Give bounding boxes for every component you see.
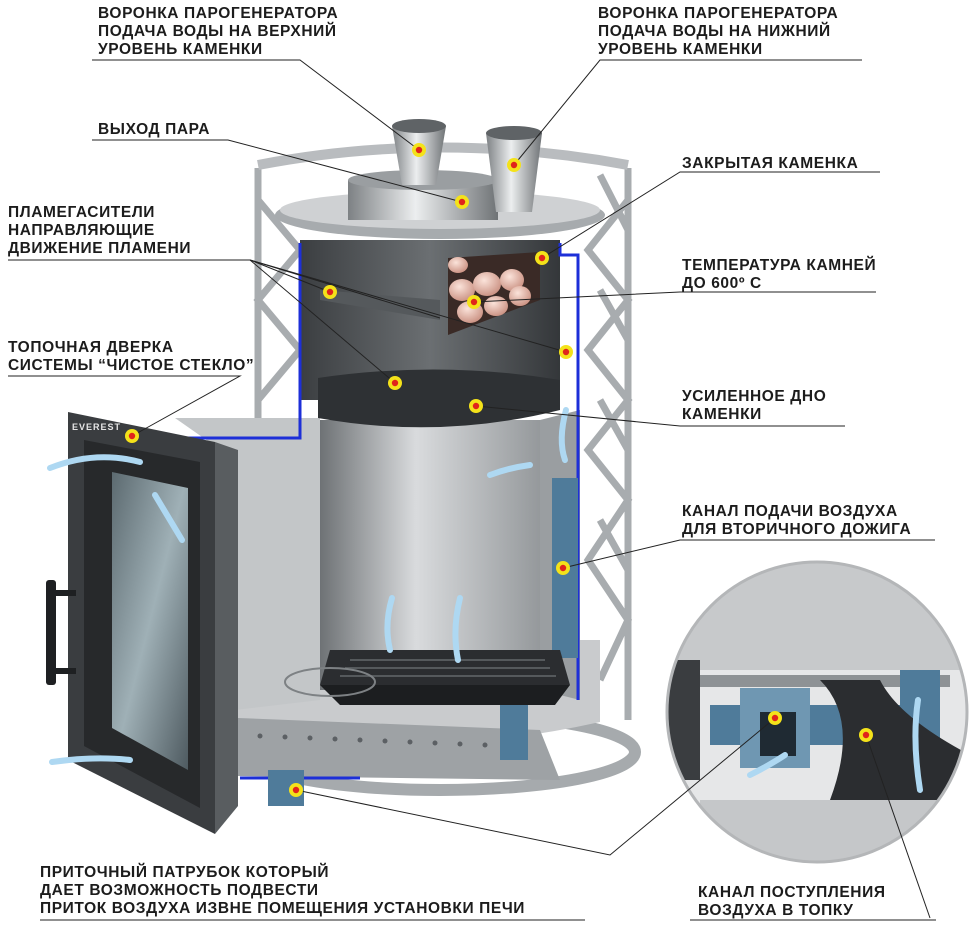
marker-stone-temp <box>467 295 481 309</box>
marker-upper-funnel <box>412 143 426 157</box>
label-secondary-air: КАНАЛ ПОДАЧИ ВОЗДУХА ДЛЯ ВТОРИЧНОГО ДОЖИ… <box>682 503 912 538</box>
label-door: ТОПОЧНАЯ ДВЕРКА СИСТЕМЫ “ЧИСТОЕ СТЕКЛО” <box>8 339 255 374</box>
reinforced-bottom-plate <box>318 369 560 428</box>
marker-lower-funnel <box>507 158 521 172</box>
body-left-shell <box>175 240 320 710</box>
label-stone-temp: ТЕМПЕРАТУРА КАМНЕЙ ДО 600º С <box>682 257 877 292</box>
marker-flame-arrester-3 <box>388 376 402 390</box>
heater-stones <box>448 257 531 323</box>
label-steam-outlet: ВЫХОД ПАРА <box>98 121 211 138</box>
marker-secondary-air <box>556 561 570 575</box>
inlet-pipe <box>268 770 304 806</box>
marker-zoom-inlet <box>768 711 782 725</box>
firebox-back-wall <box>320 420 560 690</box>
door-glass <box>112 472 188 770</box>
label-firebox-air: КАНАЛ ПОСТУПЛЕНИЯ ВОЗДУХА В ТОПКУ <box>698 884 886 919</box>
flame-arrester-plate <box>320 290 440 320</box>
markers <box>125 143 873 797</box>
marker-door <box>125 429 139 443</box>
door-handle <box>46 580 56 685</box>
label-inlet-pipe: ПРИТОЧНЫЙ ПАТРУБОК КОТОРЫЙ ДАЕТ ВОЗМОЖНО… <box>40 864 526 917</box>
marker-flame-arrester-2 <box>559 345 573 359</box>
label-closed-heater: ЗАКРЫТАЯ КАМЕНКА <box>682 155 859 172</box>
secondary-air-channel-lower <box>500 704 528 760</box>
marker-reinforced-bottom <box>469 399 483 413</box>
leader-lines <box>8 59 936 921</box>
marker-inlet-pipe <box>289 783 303 797</box>
grate <box>320 650 570 705</box>
ash-ring <box>284 667 376 697</box>
marker-closed-heater <box>535 251 549 265</box>
firebox-door <box>46 412 238 834</box>
label-upper-funnel: ВОРОНКА ПАРОГЕНЕРАТОРА ПОДАЧА ВОДЫ НА ВЕ… <box>98 5 339 58</box>
brand-logo: EVEREST <box>72 422 121 432</box>
lattice-frame <box>253 168 633 720</box>
insulation-line <box>182 243 580 700</box>
marker-flame-arrester-1 <box>323 285 337 299</box>
label-flame-arresters: ПЛАМЕГАСИТЕЛИ НАПРАВЛЯЮЩИЕ ДВИЖЕНИЕ ПЛАМ… <box>8 204 192 257</box>
label-lower-funnel: ВОРОНКА ПАРОГЕНЕРАТОРА ПОДАЧА ВОДЫ НА НИ… <box>598 5 839 58</box>
zoom-detail <box>665 560 969 864</box>
label-reinforced-bottom: УСИЛЕННОЕ ДНО КАМЕНКИ <box>682 388 827 423</box>
front-plate <box>238 718 560 780</box>
marker-steam-outlet <box>455 195 469 209</box>
lower-funnel <box>486 126 542 212</box>
marker-firebox-air <box>859 728 873 742</box>
